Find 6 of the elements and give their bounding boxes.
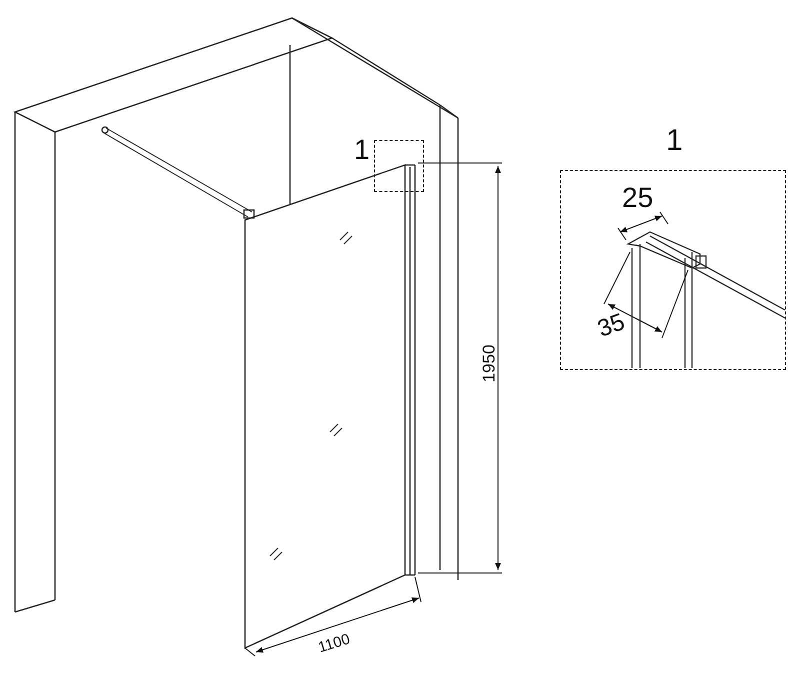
callout-number: 1: [354, 136, 370, 164]
dimension-label: 35: [594, 310, 628, 342]
dimension-label: 25: [622, 184, 654, 212]
dimension-label: 1950: [480, 344, 498, 382]
callout-number: 1: [666, 126, 683, 156]
dimension-label: 1100: [316, 632, 352, 656]
